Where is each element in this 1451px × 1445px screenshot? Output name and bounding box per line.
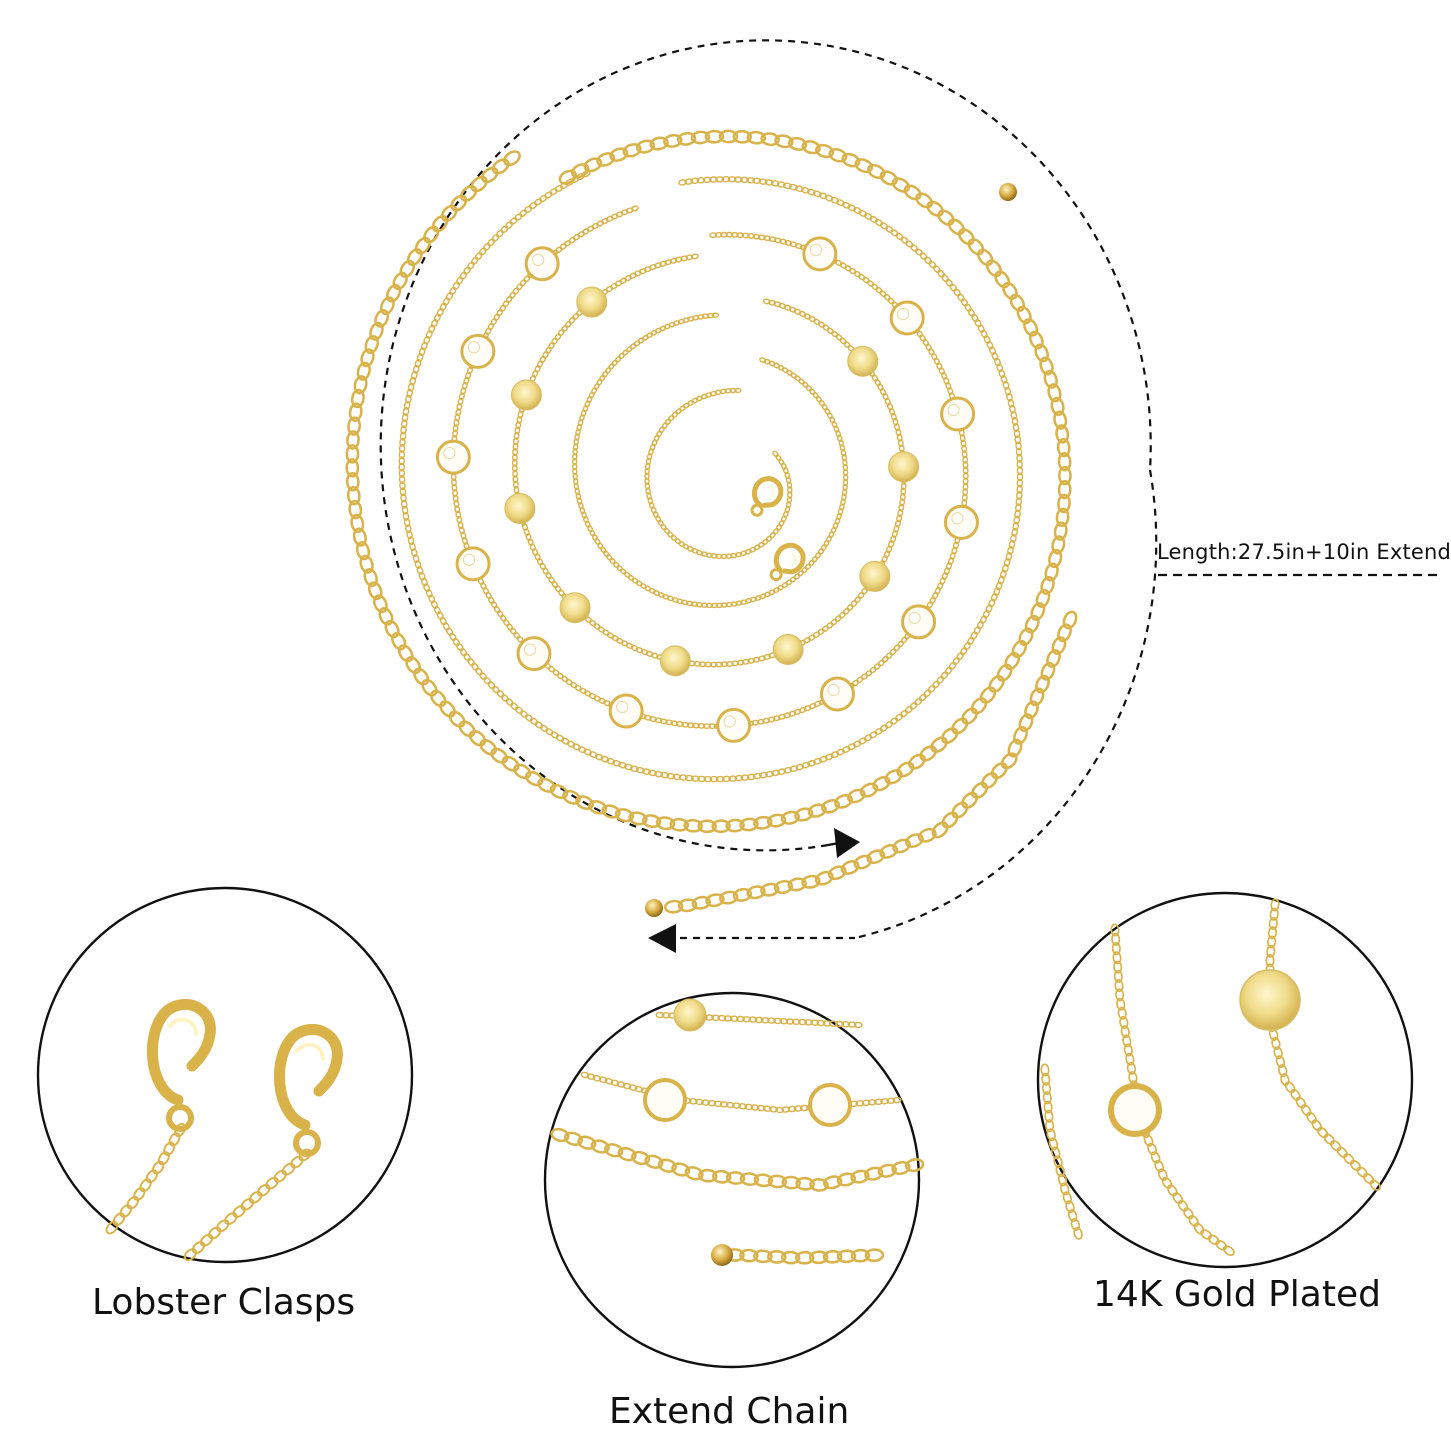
end-bead-bottom [645, 899, 663, 917]
gold-sequin [659, 645, 691, 677]
crystal-bezel [889, 300, 925, 336]
clasp-chain-right [183, 1148, 312, 1262]
crystal-bezel [524, 246, 560, 282]
gold-sequin [847, 345, 879, 377]
fine-chain-layer-2 [571, 312, 849, 609]
extend-chain-closeup [550, 998, 925, 1266]
length-label: Length:27.5in+10in Extend [1157, 540, 1451, 564]
detail-circle-extend [543, 991, 925, 1369]
crystal-bezel [940, 396, 976, 432]
inner-arrow-icon [834, 828, 860, 858]
crystal-bezel [819, 676, 855, 712]
gold-sequin [673, 998, 707, 1032]
fine-chain-layer-1 [398, 170, 1024, 783]
lobster-clasp-large-icon [146, 999, 216, 1132]
end-bead-top [999, 183, 1017, 201]
gold-sequin [888, 451, 920, 483]
gold-chain-left [1110, 923, 1235, 1257]
crystal-bezel [643, 1078, 687, 1122]
lobster-clasps-label: Lobster Clasps [92, 1282, 356, 1323]
gold-sequin [576, 286, 608, 318]
gold-sequin [504, 492, 536, 524]
extender-tail-chain [663, 610, 1078, 914]
lobster-clasp-large-icon [273, 1024, 343, 1157]
crystal-bezel [943, 504, 979, 540]
lobster-clasp-icon [769, 542, 806, 582]
detail-circle-gold [1036, 891, 1414, 1269]
spiral-chain-group [345, 129, 1078, 917]
gold-sequin [772, 633, 804, 665]
crystal-bezel [608, 693, 644, 729]
outer-arrow-icon [648, 924, 855, 953]
detail-circle-clasps [36, 886, 414, 1264]
clasp-chain-left [105, 1122, 186, 1235]
outer-extender-chain [345, 129, 1072, 834]
end-bead [711, 1244, 733, 1266]
crystal-bezel [716, 707, 752, 743]
gold-sequin [859, 560, 891, 592]
gold-plated-label: 14K Gold Plated [1093, 1274, 1381, 1315]
fine-chain-layer-3 [644, 387, 793, 560]
crystal-bezel [802, 236, 838, 272]
extend-chain-label: Extend Chain [609, 1391, 850, 1432]
crystal-bezel [808, 1083, 852, 1127]
crystal-bezel [460, 333, 496, 369]
gold-chain-edge [1040, 1063, 1083, 1240]
gold-sequin-large [1239, 969, 1301, 1031]
gold-sequin [559, 592, 591, 624]
extend-row-end [725, 1248, 885, 1265]
lobster-clasp-icon [750, 476, 784, 517]
gold-plated-closeup [1040, 898, 1381, 1257]
gold-sequin [510, 379, 542, 411]
extend-row-heavy [550, 1127, 925, 1192]
crystal-bezel [516, 636, 552, 672]
crystal-bezel [455, 546, 491, 582]
crystal-bezel [901, 604, 937, 640]
crystal-bezel [435, 439, 471, 475]
lobster-clasp-closeup [105, 999, 343, 1262]
crystal-bezel-large [1108, 1083, 1162, 1137]
